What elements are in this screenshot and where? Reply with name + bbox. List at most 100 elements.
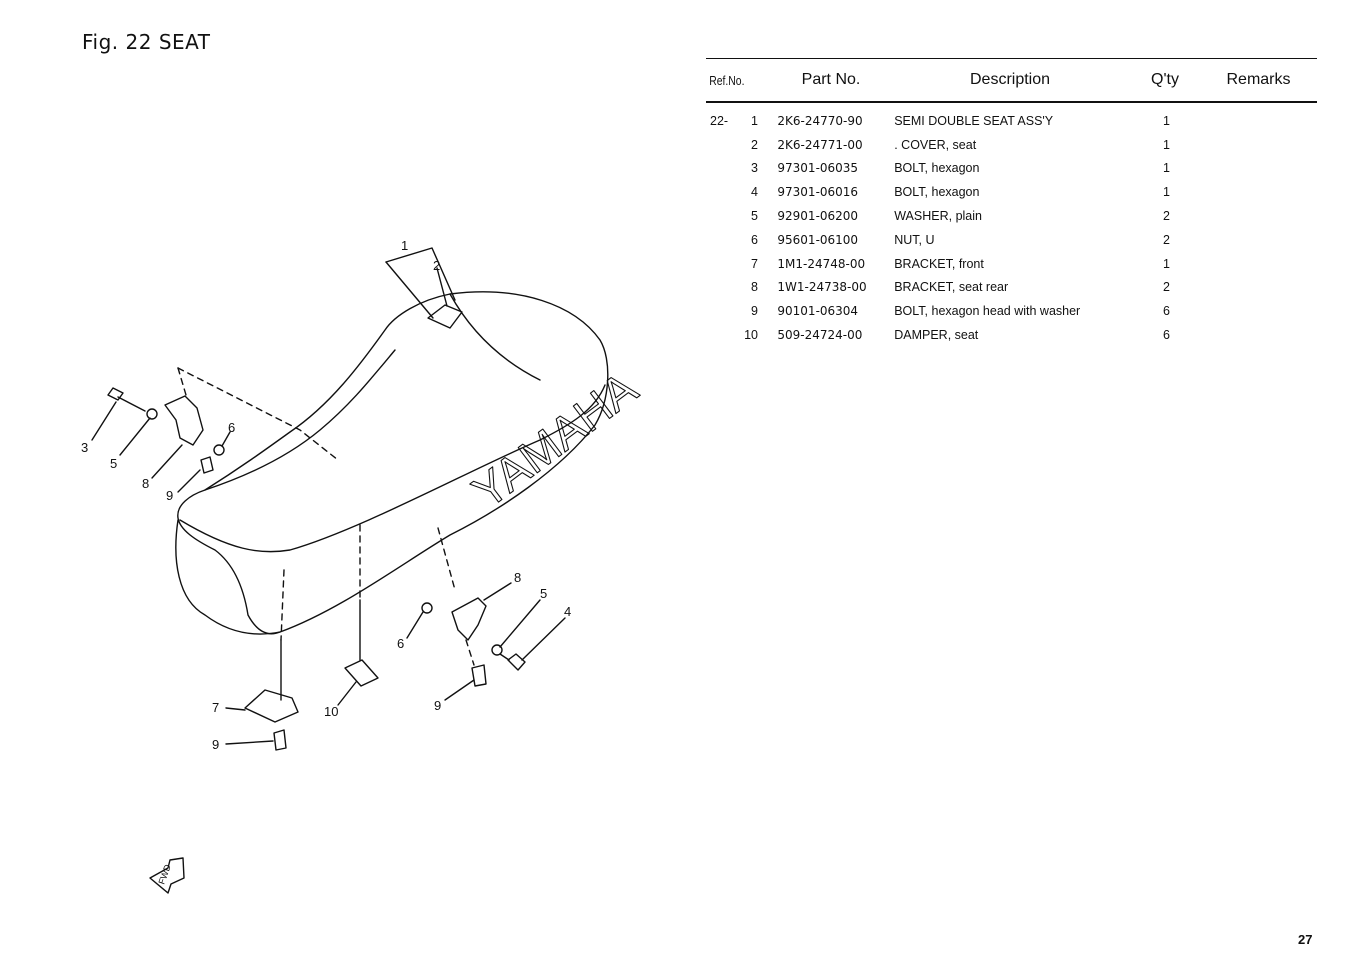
front-bolt-part3: [107, 387, 146, 412]
bracket-part8-lower: [451, 597, 487, 641]
callout-6-lower: 6: [397, 636, 404, 651]
dash-guide-6: [465, 639, 475, 666]
row-ref-prefix: [710, 280, 734, 294]
row-description: SEMI DOUBLE SEAT ASS'Y: [894, 113, 1054, 128]
leader-8a: [151, 444, 183, 479]
table-row: 4 97301-06016 BOLT, hexagon 1: [706, 180, 1317, 204]
dash-guide-5: [437, 527, 456, 591]
leader-5b: [499, 599, 541, 648]
leader-3: [91, 401, 117, 441]
seat-exploded-diagram: YAMAHA: [81, 238, 647, 894]
header-part-no: Part No.: [801, 71, 861, 88]
row-ref-number: 9: [751, 304, 758, 319]
row-qty: 2: [1163, 280, 1170, 295]
row-ref-number: 1: [751, 113, 758, 128]
washer-part5-lower: [491, 644, 503, 656]
row-ref-prefix: [710, 138, 734, 152]
row-ref-number: 2: [751, 137, 758, 152]
row-part-number: 2K6-24771-00: [777, 137, 863, 152]
table-top-rule: [706, 58, 1317, 59]
bolt-part4: [499, 653, 526, 671]
row-part-number: 1W1-24738-00: [777, 280, 867, 295]
seat-rear-panel: [175, 519, 281, 635]
bolt-part9-lower-right: [471, 664, 487, 687]
row-qty: 1: [1163, 185, 1170, 200]
yamaha-logo: YAMAHA: [462, 361, 647, 519]
table-header-rule: [706, 101, 1317, 103]
callout-leader-1b: [385, 261, 434, 319]
row-part-number: 92901-06200: [777, 209, 859, 224]
row-ref-prefix: [710, 209, 734, 223]
fwd-arrow-icon: [149, 857, 185, 894]
row-description: BRACKET, seat rear: [894, 280, 1009, 295]
row-qty: 1: [1163, 137, 1170, 152]
row-qty: 1: [1163, 161, 1170, 176]
callout-5-lower: 5: [540, 586, 547, 601]
parts-table: Ref.No. Part No. Description Q'ty Remark…: [706, 58, 1317, 347]
row-ref-prefix: [710, 185, 734, 199]
row-description: . COVER, seat: [894, 137, 977, 152]
table-row: 22-1 2K6-24770-90 SEMI DOUBLE SEAT ASS'Y…: [706, 109, 1317, 133]
row-ref-number: 7: [751, 256, 758, 271]
callout-6-upper: 6: [228, 420, 235, 435]
bracket-part7: [244, 689, 299, 723]
callout-2: 2: [433, 258, 440, 273]
header-description: Description: [969, 71, 1051, 88]
leader-6a: [221, 431, 231, 447]
leader-7: [225, 707, 246, 711]
row-ref-number: 3: [751, 161, 758, 176]
row-ref-number: 4: [751, 185, 758, 200]
row-part-number: 2K6-24770-90: [777, 113, 863, 128]
table-row: 8 1W1-24738-00 BRACKET, seat rear 2: [706, 276, 1317, 300]
page-number: 27: [1298, 932, 1313, 947]
row-ref-number: 8: [751, 280, 758, 295]
row-ref-prefix: [710, 233, 734, 247]
row-ref-number: 5: [751, 209, 758, 224]
header-qty: Q'ty: [1151, 71, 1179, 88]
row-description: BOLT, hexagon: [894, 161, 980, 176]
seat-side-line: [179, 384, 606, 553]
row-part-number: 95601-06100: [777, 232, 859, 247]
row-description: BRACKET, front: [894, 256, 984, 271]
leader-10: [337, 681, 357, 706]
row-ref-number: 10: [744, 328, 758, 343]
row-part-number: 90101-06304: [777, 304, 859, 319]
leader-5a: [119, 417, 151, 456]
callout-3: 3: [81, 440, 88, 455]
callout-10: 10: [324, 704, 338, 719]
row-description: BOLT, hexagon: [894, 185, 980, 200]
nut-part6-lower: [421, 602, 433, 614]
row-qty: 2: [1163, 209, 1170, 224]
row-qty: 1: [1163, 113, 1170, 128]
washer-part5-upper: [146, 408, 158, 420]
row-ref-prefix: [710, 328, 734, 342]
seat-top-line: [204, 349, 396, 491]
row-description: NUT, U: [894, 232, 935, 247]
row-description: WASHER, plain: [894, 209, 982, 224]
callout-9-lower-left: 9: [212, 737, 219, 752]
leader-9c: [444, 679, 475, 701]
header-remarks: Remarks: [1226, 71, 1291, 88]
table-row: 6 95601-06100 NUT, U 2: [706, 228, 1317, 252]
leader-4: [521, 617, 566, 661]
row-ref-prefix: [710, 257, 734, 271]
bracket-part8-upper: [164, 395, 204, 446]
table-row: 5 92901-06200 WASHER, plain 2: [706, 204, 1317, 228]
callout-8-lower: 8: [514, 570, 521, 585]
table-row: 2 2K6-24771-00 . COVER, seat 1: [706, 133, 1317, 157]
callout-leader-1: [385, 247, 456, 301]
leader-9a: [177, 469, 201, 493]
damper-part10: [344, 659, 379, 687]
bolt-part9-upper: [200, 456, 214, 474]
figure-title: Fig. 22 SEAT: [82, 30, 211, 54]
leader-8b: [483, 582, 512, 601]
table-row: 3 97301-06035 BOLT, hexagon 1: [706, 157, 1317, 181]
callout-5-upper: 5: [110, 456, 117, 471]
row-description: BOLT, hexagon head with washer: [894, 304, 1081, 319]
row-part-number: 1M1-24748-00: [777, 256, 866, 271]
row-qty: 6: [1163, 304, 1170, 319]
callout-leader-2: [436, 267, 448, 307]
nut-part6-upper: [213, 444, 225, 456]
row-description: DAMPER, seat: [894, 328, 979, 343]
callout-9-upper: 9: [166, 488, 173, 503]
